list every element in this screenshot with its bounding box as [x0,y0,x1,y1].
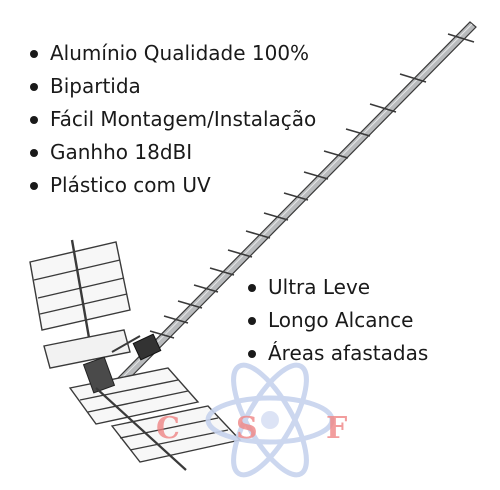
reflector-middle-grid [43,329,131,369]
mount-bracket [82,333,187,471]
csf-watermark: C S F [156,362,347,478]
feature-item: Áreas afastadas [246,337,428,370]
watermark-letter-c: C [156,411,180,446]
feature-list-bottom: Ultra Leve Longo Alcance Áreas afastadas [246,271,428,370]
feature-item: Fácil Montagem/Instalação [28,103,316,136]
feature-item: Bipartida [28,70,316,103]
feature-item: Ultra Leve [246,271,428,304]
antenna-directors [149,33,475,339]
reflector-upper-grid [29,239,131,356]
feature-list-top: Alumínio Qualidade 100% Bipartida Fácil … [28,37,316,202]
watermark-letter-f: F [326,411,347,446]
feature-item: Alumínio Qualidade 100% [28,37,316,70]
feature-item: Ganhho 18dBI [28,136,316,169]
feature-item: Longo Alcance [246,304,428,337]
feature-item: Plástico com UV [28,169,316,202]
watermark-letter-s: S [236,411,258,446]
